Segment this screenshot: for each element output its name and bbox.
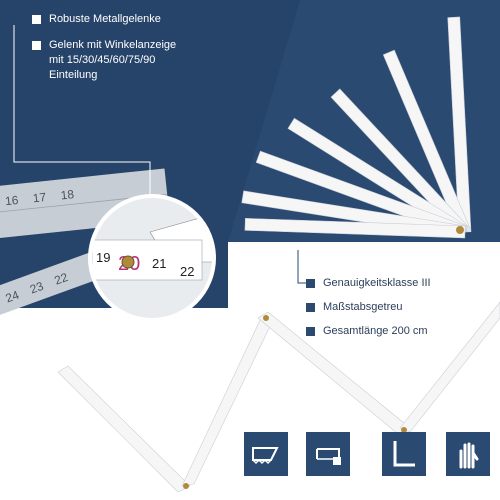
bullet-square-icon (32, 41, 41, 50)
feature-mid-2-text: Maßstabsgetreu (323, 301, 403, 313)
feature-top-2-line-3: Einteilung (49, 69, 98, 81)
glove-icon (446, 432, 490, 476)
metal-scale-bottom-3: 22 (52, 270, 70, 288)
zoom-mark-21: 21 (152, 256, 166, 271)
feature-mid-1-text: Genauigkeitsklasse III (323, 277, 431, 289)
joint-zoom: 19 20 21 22 (88, 194, 216, 322)
zigzag-segment (57, 365, 191, 493)
feature-top-1-text: Robuste Metallgelenke (49, 13, 161, 25)
callout-line-mid (297, 250, 306, 284)
feature-top-2: Gelenk mit Winkelanzeige mit 15/30/45/60… (32, 38, 176, 83)
zoom-rivet (121, 255, 135, 269)
zoom-mark-19: 19 (96, 250, 110, 265)
metal-scale-top-1: 16 (4, 193, 19, 208)
folding-ruler-fan (241, 16, 472, 239)
callout-line-top (13, 25, 151, 200)
square-ruler-icon (382, 432, 426, 476)
metal-scale-top-3: 18 (60, 187, 75, 202)
feature-top-2-line-2: mit 15/30/45/60/75/90 (49, 54, 156, 66)
bullet-square-icon (306, 327, 315, 336)
fan-ruler-segment (244, 218, 466, 239)
bullet-square-icon (32, 15, 41, 24)
metal-scale-top-2: 17 (32, 190, 47, 205)
metal-scale-bottom-2: 23 (28, 279, 46, 297)
saw-icon (244, 432, 288, 476)
feature-mid-2: Maßstabsgetreu (306, 300, 402, 315)
metal-scale-bottom-1: 24 (4, 288, 22, 306)
feature-top-1: Robuste Metallgelenke (32, 12, 161, 27)
feature-mid-1: Genauigkeitsklasse III (306, 276, 431, 291)
zoom-mark-22: 22 (180, 264, 194, 279)
zoom-ruler (92, 239, 203, 281)
feature-mid-3-text: Gesamtlänge 200 cm (323, 325, 428, 337)
bullet-square-icon (306, 279, 315, 288)
hacksaw-icon (306, 432, 350, 476)
feature-top-2-line-1: Gelenk mit Winkelanzeige (49, 39, 177, 51)
zigzag-rivet (401, 427, 407, 433)
feature-mid-3: Gesamtlänge 200 cm (306, 324, 428, 339)
navy-shade (0, 0, 300, 308)
fan-rivet (456, 226, 464, 234)
zigzag-ruler (57, 301, 500, 493)
zigzag-rivet (263, 315, 269, 321)
bullet-square-icon (306, 303, 315, 312)
zigzag-rivet (183, 483, 189, 489)
